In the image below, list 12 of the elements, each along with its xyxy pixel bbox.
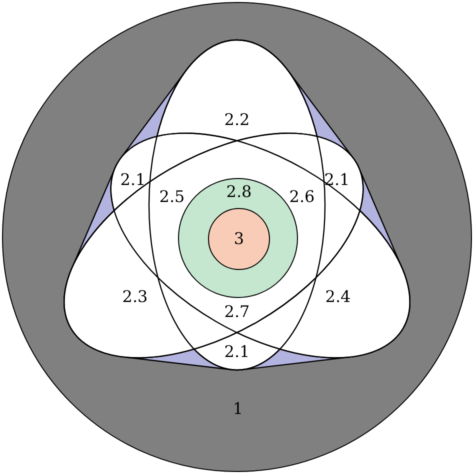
region-label: 2.2	[224, 112, 250, 128]
region-label: 2.1	[224, 344, 250, 360]
region-label: 2.5	[159, 189, 185, 205]
region-label: 2.3	[122, 289, 148, 305]
region-label: 1	[232, 401, 244, 417]
region-label: 2.8	[226, 184, 252, 200]
region-label: 2.7	[224, 304, 250, 320]
region-label: 2.1	[120, 172, 146, 188]
region-label: 2.6	[289, 189, 315, 205]
region-label: 3	[234, 231, 244, 247]
region-label: 2.4	[325, 289, 351, 305]
region-label: 2.1	[324, 172, 350, 188]
